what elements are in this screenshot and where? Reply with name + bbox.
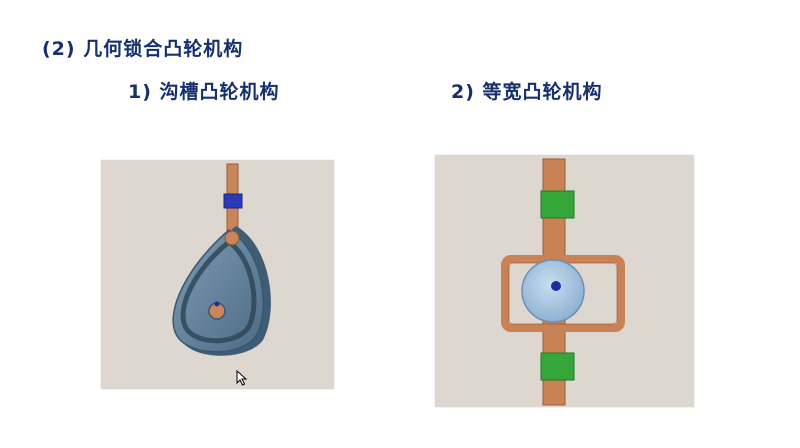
cam-shaft xyxy=(551,281,561,291)
lower-guide-block xyxy=(540,352,575,381)
cam-groove xyxy=(180,238,257,344)
upper-guide-block xyxy=(540,190,575,219)
item-heading-constant-width-cam: 2) 等宽凸轮机构 xyxy=(451,81,603,103)
shaft-key xyxy=(214,301,220,307)
item-heading-groove-cam: 1) 沟槽凸轮机构 xyxy=(128,81,280,103)
follower-roller xyxy=(224,230,240,246)
groove-cam xyxy=(172,229,264,353)
slider-block xyxy=(223,193,243,209)
groove-cam-illustration xyxy=(101,160,334,389)
constant-width-cam-illustration xyxy=(435,155,694,407)
mouse-pointer-icon xyxy=(236,370,248,386)
constant-width-cam-disc xyxy=(521,259,585,323)
follower-frame xyxy=(501,255,625,332)
constant-width-cam-drawing xyxy=(501,158,625,406)
groove-cam-drawing xyxy=(172,163,271,356)
section-heading: (2) 几何锁合凸轮机构 xyxy=(42,38,244,60)
